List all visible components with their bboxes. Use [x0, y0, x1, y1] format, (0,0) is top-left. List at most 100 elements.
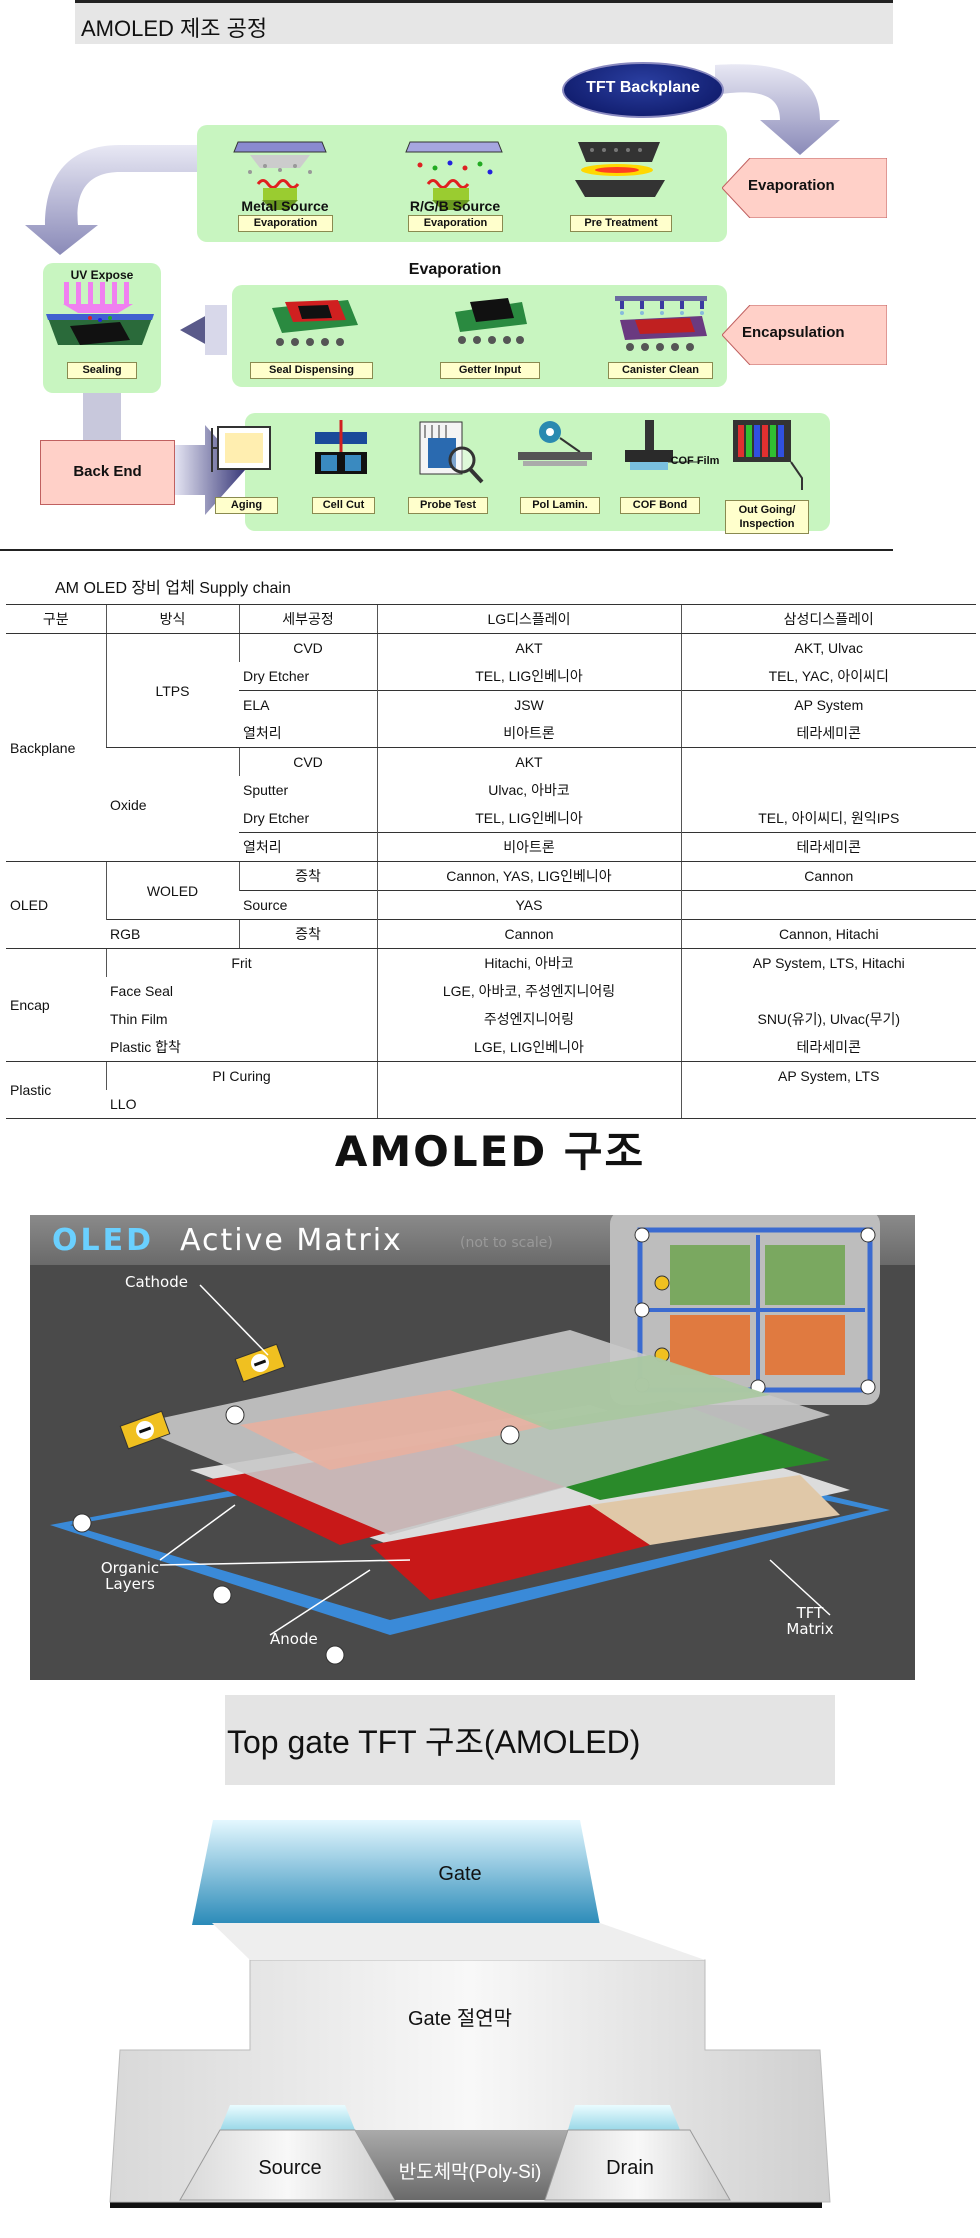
table-cell: Plastic 합착 — [106, 1033, 377, 1062]
table-cell: LLO — [106, 1090, 377, 1119]
back-end-box: Back End — [40, 440, 175, 505]
table-cell: Cannon, YAS, LIG인베니아 — [376, 861, 681, 891]
table-cell: Hitachi, 아바코 — [376, 948, 681, 977]
table-cell: CVD — [238, 633, 377, 662]
table-cell: YAS — [376, 890, 681, 920]
table-cell: AKT — [376, 747, 681, 776]
getter-input-tag: Getter Input — [440, 362, 540, 379]
pol-lamination-icon-2 — [518, 421, 592, 466]
table-cell: 증착 — [238, 919, 377, 949]
amoled-structure-title: AMOLED 구조 — [334, 1127, 646, 1176]
cell-cut-tag: Cell Cut — [312, 497, 375, 514]
evaporation-arrow: Evaporation — [722, 158, 887, 218]
table-row: Encap Frit Hitachi, 아바코 AP System, LTS, … — [6, 948, 976, 1062]
method-oxide: Oxide — [106, 747, 239, 862]
metal-source-icon-2 — [233, 141, 327, 210]
table-cell: Dry Etcher — [243, 810, 310, 826]
drain-label: Drain — [606, 2157, 654, 2179]
seal-dispensing-icon-2 — [272, 300, 358, 346]
metal-source-label: Metal Source — [241, 198, 329, 214]
table-row: Oxide CVD AKT — [6, 747, 976, 862]
probe-test-icon-2 — [419, 421, 484, 484]
out-going-inspection-icon-2 — [733, 420, 803, 490]
tft-title-bar: Top gate TFT 구조(AMOLED) — [225, 1695, 835, 1785]
table-cell: 열처리 — [239, 719, 377, 748]
table-cell: Cannon — [376, 919, 681, 949]
table-cell: 열처리 — [239, 832, 377, 862]
oled-structure-panel: OLED Active Matrix (not to scale) — [30, 1215, 915, 1680]
process-title: AMOLED 제조 공정 — [81, 16, 268, 41]
process-icons-overlay — [46, 141, 803, 490]
evaporation-heading: Evaporation — [408, 261, 502, 278]
header-method: 방식 — [105, 604, 239, 634]
back-end-connector — [83, 393, 121, 443]
sealing-tag: Sealing — [67, 362, 137, 379]
curved-arrow-right — [715, 64, 840, 155]
probe-test-tag: Probe Test — [408, 497, 488, 514]
table-cell: TEL, YAC, 아이씨디 — [680, 662, 976, 691]
table-cell: AKT, Ulvac — [680, 633, 976, 662]
tft-backplane-oval: TFT Backplane — [562, 62, 724, 118]
back-end-arrow — [175, 425, 245, 515]
category-backplane: Backplane — [6, 633, 106, 862]
process-title-bar: AMOLED 제조 공정 — [75, 0, 893, 44]
out-going-inspection-tag: Out Going/ Inspection — [725, 500, 809, 534]
table-cell: 테라세미콘 — [680, 832, 976, 862]
gate-block — [192, 1820, 600, 1925]
table-row: Sputter Ulvac, 아바코 — [6, 776, 976, 804]
table-cell: TEL, LIG인베니아 — [376, 662, 681, 691]
table-cell: 증착 — [238, 861, 377, 891]
table-row: 열처리 비아트론 테라세미콘 — [6, 719, 976, 748]
pol-lamination-tag: Pol Lamin. — [520, 497, 600, 514]
table-cell: 비아트론 — [376, 719, 681, 748]
table-cell: Sputter — [243, 782, 289, 798]
table-cell — [680, 977, 976, 1005]
category-plastic: Plastic — [6, 1061, 106, 1119]
table-cell: Thin Film — [110, 1011, 168, 1027]
table-cell — [680, 776, 976, 804]
tft-matrix-label: TFT Matrix — [786, 1604, 834, 1638]
cathode-label: Cathode — [125, 1273, 188, 1291]
banner-note: (not to scale) — [460, 1235, 553, 1251]
evaporation-arrow-label: Evaporation — [748, 177, 835, 194]
table-cell: AKT — [376, 633, 681, 662]
encapsulation-arrow-label: Encapsulation — [742, 324, 845, 341]
table-cell: Frit — [105, 948, 377, 977]
tft-backplane-label: TFT Backplane — [586, 79, 700, 96]
method-woled: WOLED — [105, 861, 239, 920]
table-cell: 테라세미콘 — [680, 719, 976, 748]
curved-arrow-left — [25, 145, 200, 255]
table-cell: JSW — [376, 690, 681, 719]
table-cell: ELA — [239, 690, 377, 719]
rgb-source-icon-2 — [405, 141, 503, 210]
pre-treatment-icon-2 — [575, 142, 665, 197]
table-header-row: 구분 방식 세부공정 LG디스플레이 삼성디스플레이 — [6, 604, 976, 634]
table-row: Thin Film 주성엔지니어링 SNU(유기), Ulvac(무기) — [6, 1005, 976, 1033]
banner-oled: OLED — [52, 1223, 155, 1258]
table-row: 열처리 비아트론 테라세미콘 — [6, 832, 976, 862]
gate-insulator-label: Gate 절연막 — [407, 2008, 513, 2030]
banner-active-matrix: Active Matrix — [180, 1223, 403, 1258]
table-cell: 주성엔지니어링 — [376, 1005, 681, 1033]
table-row: OLED WOLED 증착 Cannon, YAS, LIG인베니아 Canno… — [6, 861, 976, 949]
table-cell — [680, 1090, 976, 1119]
aging-icon-2 — [211, 426, 271, 472]
tft-title: Top gate TFT 구조(AMOLED) — [227, 1724, 641, 1760]
table-row: Plastic PI Curing AP System, LTS — [6, 1061, 976, 1119]
table-cell: AP System, LTS, Hitachi — [680, 948, 976, 977]
uv-expose-label: UV Expose — [70, 268, 134, 282]
table-cell: TEL, 아이씨디, 원익IPS — [680, 804, 976, 833]
table-cell — [376, 1061, 681, 1119]
category-encap: Encap — [6, 948, 106, 1062]
table-cell — [680, 747, 976, 776]
table-cell: 테라세미콘 — [680, 1033, 976, 1062]
table-cell: SNU(유기), Ulvac(무기) — [680, 1005, 976, 1033]
table-cell: TEL, LIG인베니아 — [376, 804, 681, 833]
header-samsung-display: 삼성디스플레이 — [680, 604, 976, 634]
encapsulation-arrow: Encapsulation — [722, 305, 887, 365]
header-lg-display: LG디스플레이 — [376, 604, 681, 634]
table-cell: Ulvac, 아바코 — [376, 776, 681, 804]
table-cell: Cannon, Hitachi — [680, 919, 976, 949]
table-cell: CVD — [238, 747, 377, 776]
table-cell — [680, 890, 976, 920]
